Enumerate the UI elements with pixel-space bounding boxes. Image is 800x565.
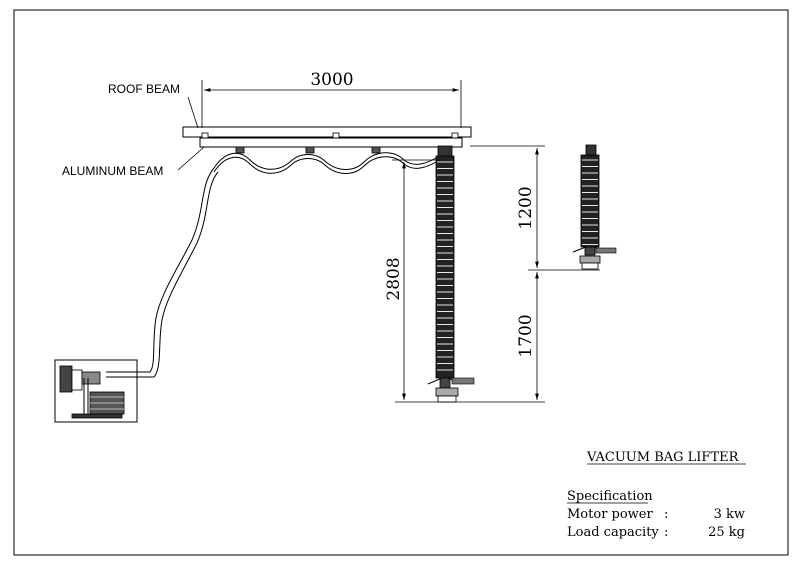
lift-tube-main xyxy=(427,145,475,403)
dimension-total-height xyxy=(392,159,545,403)
spec-row-label: Motor power xyxy=(567,507,654,522)
dimension-lower-height-text: 1700 xyxy=(516,314,536,357)
label-aluminum-beam: ALUMINUM BEAM xyxy=(62,164,163,178)
specification-block: Specification Motor power : 3 kw Load ca… xyxy=(567,489,745,540)
dimension-right-stack xyxy=(470,145,600,400)
dimension-total-height-text: 2808 xyxy=(384,257,404,300)
hose-festoon xyxy=(213,152,441,174)
spec-row-value: 3 kw xyxy=(714,507,745,522)
leader-roof-beam xyxy=(187,96,199,129)
dimension-beam-length xyxy=(201,80,462,128)
specification-heading: Specification xyxy=(567,489,653,504)
drawing-frame xyxy=(13,9,789,556)
drawing-title: VACUUM BAG LIFTER xyxy=(586,450,740,465)
lift-tube-retracted xyxy=(572,144,617,270)
spec-row-separator: : xyxy=(664,507,668,522)
vacuum-pump-unit xyxy=(54,359,138,423)
spec-row-value: 25 kg xyxy=(708,525,745,540)
spec-row-separator: : xyxy=(664,525,668,540)
leader-aluminum-beam xyxy=(177,146,205,171)
trolleys xyxy=(235,146,449,154)
vacuum-hose xyxy=(106,167,219,378)
dimension-upper-height-text: 1200 xyxy=(516,186,536,229)
dimension-beam-length-text: 3000 xyxy=(310,70,353,90)
roof-beam xyxy=(182,126,472,139)
aluminum-beam xyxy=(199,137,463,148)
spec-row-label: Load capacity xyxy=(567,525,659,540)
label-roof-beam: ROOF BEAM xyxy=(108,82,180,96)
